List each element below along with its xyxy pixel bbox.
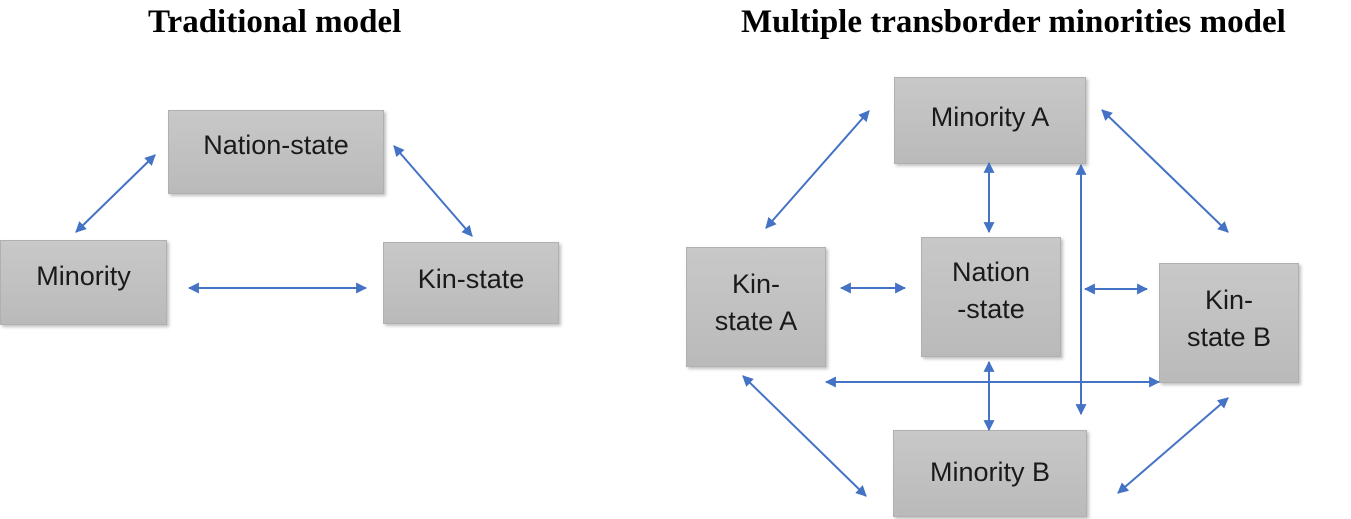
arrow-kin-state-b-minority-b [1117,397,1229,494]
kin-state-a-node: Kin- state A [686,247,826,367]
arrow-kin-state-a-minority-b [742,375,867,497]
traditional-minority-node: Minority [0,240,167,325]
traditional-nation-state-node: Nation-state [168,110,384,194]
arrow-nation-state-kin-state [393,145,473,237]
traditional-model-title: Traditional model [148,4,402,40]
kin-state-b-label-line2: state B [1186,322,1272,352]
arrow-minority-a-kin-state-b [1101,109,1229,233]
traditional-kin-state-label: Kin-state [417,264,525,294]
multiple-model-title: Multiple transborder minorities model [741,4,1286,40]
kin-state-a-label-line1: Kin- [731,269,780,299]
minority-b-label: Minority B [929,457,1051,487]
kin-state-b-node: Kin- state B [1159,263,1299,383]
traditional-kin-state-node: Kin-state [383,242,559,324]
kin-state-b-label-line1: Kin- [1204,285,1253,315]
nation-state-node: Nation -state [921,237,1061,357]
minority-b-node: Minority B [893,430,1087,517]
arrow-kin-state-a-minority-a [765,110,870,229]
traditional-minority-label: Minority [36,261,131,291]
arrow-minority-nation-state [75,154,156,233]
minority-a-label: Minority A [930,102,1050,132]
minority-a-node: Minority A [894,77,1086,164]
kin-state-a-label-line2: state A [714,306,798,336]
nation-state-label-line1: Nation [951,257,1031,287]
nation-state-label-line2: -state [957,294,1025,324]
traditional-nation-state-label: Nation-state [203,130,349,160]
